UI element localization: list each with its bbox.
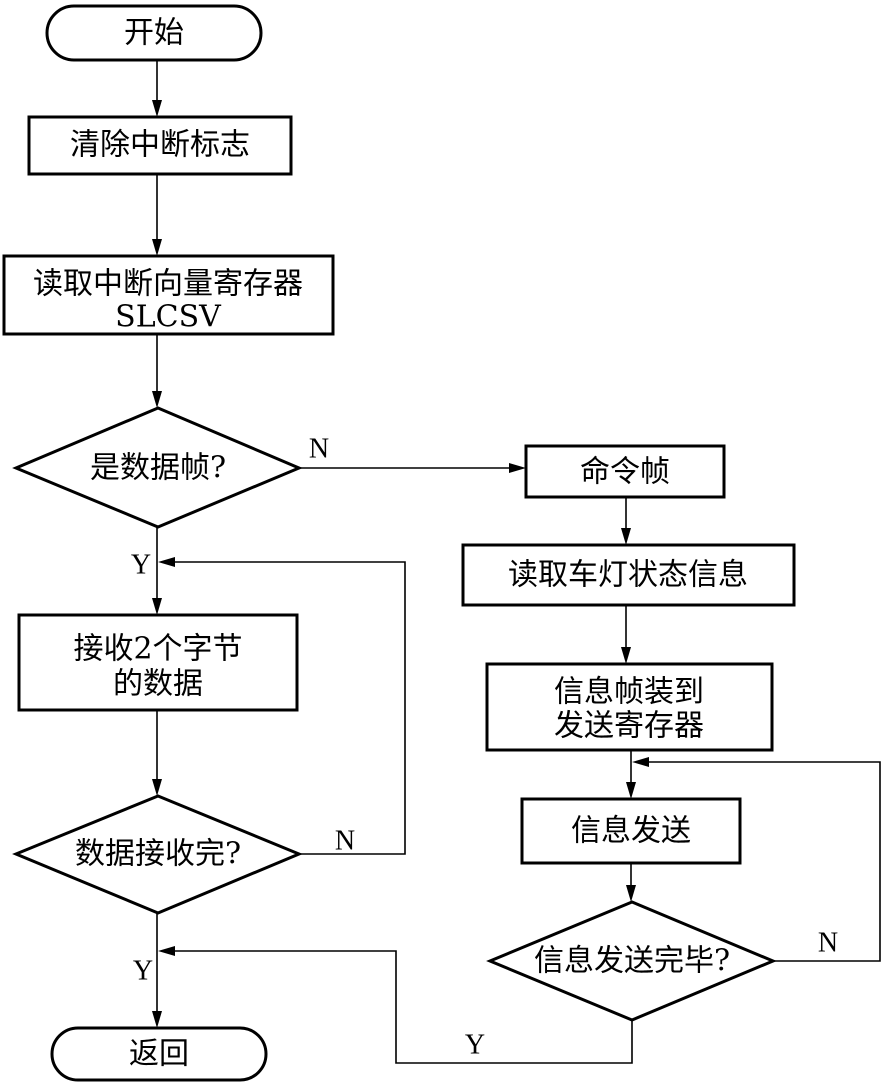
edge-send-no-loop [642,761,881,962]
edge-send-yes-to-return [168,950,633,1064]
arrowhead [152,391,162,408]
label-data-frame-yes: Y [131,550,151,581]
send-done-label: 信息发送完毕? [534,944,730,979]
command-frame-box [524,444,726,499]
return-label: 返回 [129,1037,189,1072]
label-data-frame-no: N [309,434,329,465]
is-data-frame-label: 是数据帧? [90,451,226,486]
start-terminator [45,4,263,62]
receive-bytes-label-line1: 接收2个字节 [73,632,242,667]
receive-done-decision [12,794,303,915]
load-info-frame-label-line1: 信息帧装到 [554,675,704,710]
arrowhead [152,598,162,615]
receive-bytes-label-line2: 的数据 [113,667,203,702]
arrowhead [152,239,162,256]
read-light-status-box [461,543,796,607]
start-label: 开始 [124,16,184,51]
arrowhead [152,1011,162,1028]
read-vector-box [2,254,335,336]
clear-flag-box [27,115,293,176]
label-send-yes: Y [465,1030,485,1061]
read-light-status-label: 读取车灯状态信息 [508,558,748,593]
read-vector-label-line2: SLCSV [115,300,222,335]
load-info-frame-label-line2: 发送寄存器 [554,709,704,744]
edge-receive-no-loop [168,561,406,855]
arrowhead [158,946,175,956]
send-info-label: 信息发送 [571,814,691,849]
arrowhead [152,100,162,117]
label-receive-no: N [335,826,355,857]
label-receive-yes: Y [133,956,153,987]
arrowhead [632,757,649,767]
receive-bytes-box [17,613,299,712]
load-info-frame-box [485,662,774,752]
arrowhead [626,885,636,902]
receive-done-label: 数据接收完? [75,837,241,872]
arrowhead [621,528,631,545]
arrowhead [621,647,631,664]
return-terminator [50,1026,268,1082]
arrowhead [626,782,636,799]
arrowhead [158,557,175,567]
clear-flag-label: 清除中断标志 [70,128,250,163]
command-frame-label: 命令帧 [580,455,670,490]
arrowhead [152,779,162,796]
arrowhead [509,463,526,473]
label-send-no: N [818,928,838,959]
read-vector-label-line1: 读取中断向量寄存器 [33,267,303,302]
is-data-frame-decision [12,406,303,529]
